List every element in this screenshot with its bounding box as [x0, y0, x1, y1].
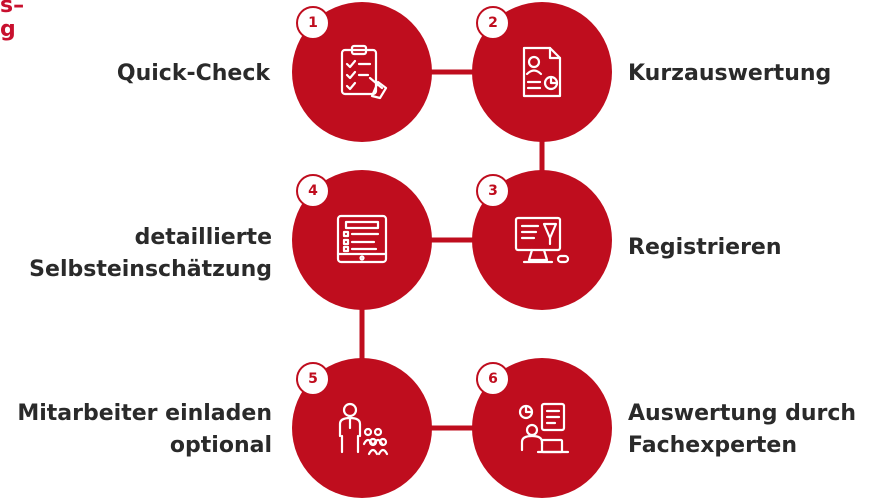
step-number-badge: 1 [296, 6, 330, 40]
step-number-badge: 5 [296, 362, 330, 396]
step-3-label: Registrieren [628, 235, 782, 260]
step-number-badge: 4 [296, 174, 330, 208]
step-4-label-line2: Selbsteinschätzung [29, 257, 272, 282]
corner-text-fragment: s– g [0, 0, 25, 42]
step-4-label: detaillierte Selbsteinschätzung [0, 222, 272, 286]
step-5-label-line1: Mitarbeiter einladen [17, 401, 272, 426]
step-5-label-line2: optional [169, 433, 272, 458]
tablet-form-icon [336, 214, 388, 264]
step-1: 1 [292, 2, 432, 142]
report-document-icon [522, 46, 562, 98]
step-2-label: Kurzauswertung [628, 61, 832, 86]
step-6-label: Auswertung durch Fachexperten [628, 398, 868, 462]
team-invite-icon [338, 402, 389, 456]
step-6-label-line2: Fachexperten [628, 433, 798, 458]
step-number-badge: 2 [476, 6, 510, 40]
step-6-label-line1: Auswertung durch [628, 401, 857, 426]
computer-registration-icon [514, 216, 570, 264]
step-2: 2 [472, 2, 612, 142]
step-number-badge: 3 [476, 174, 510, 208]
step-4: 4 [292, 170, 432, 310]
step-4-label-line1: detaillierte [134, 225, 272, 250]
step-3: 3 [472, 170, 612, 310]
step-1-label: Quick-Check [116, 61, 270, 86]
step-number-badge: 6 [476, 362, 510, 396]
step-5: 5 [292, 358, 432, 498]
step-5-label: Mitarbeiter einladen optional [0, 398, 272, 462]
step-6: 6 [472, 358, 612, 498]
expert-analysis-icon [518, 402, 570, 454]
clipboard-checklist-icon [340, 44, 388, 100]
